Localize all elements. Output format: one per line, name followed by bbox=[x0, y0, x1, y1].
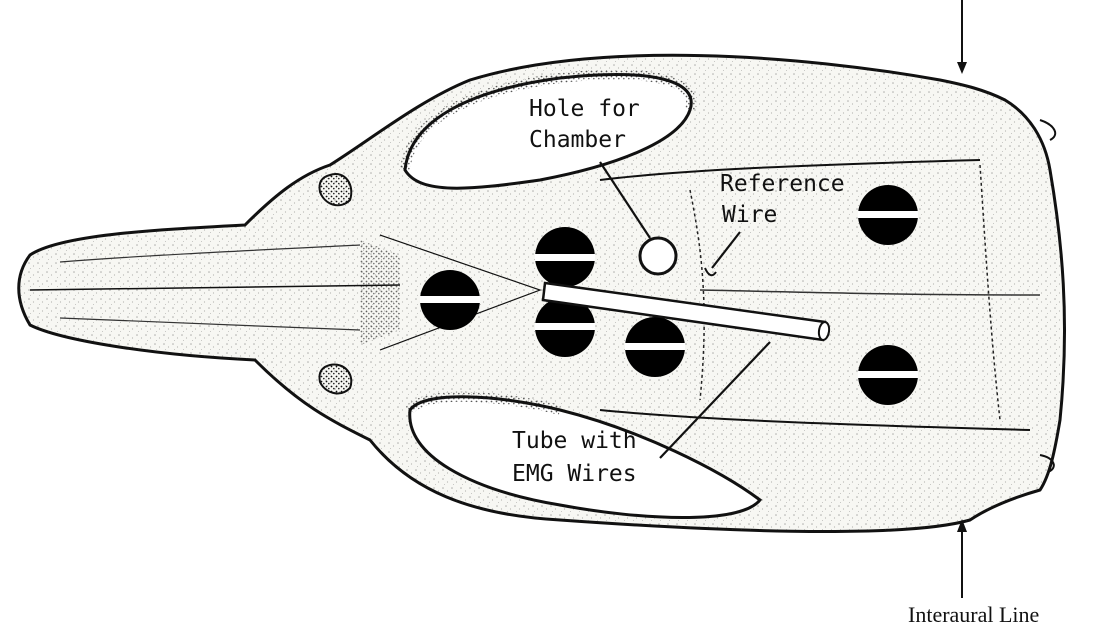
interaural-label: Interaural Line bbox=[908, 602, 1039, 628]
reference-label-line2: Wire bbox=[722, 201, 777, 230]
tube-label-line1: Tube with bbox=[512, 427, 637, 456]
screw-parietal-upper bbox=[858, 185, 918, 245]
chamber-hole bbox=[640, 238, 676, 274]
screw-frontal-upper bbox=[535, 227, 595, 287]
hole-label-line2: Chamber bbox=[529, 126, 626, 155]
top-reference-arrow bbox=[957, 0, 967, 74]
screw-mid bbox=[625, 317, 685, 377]
tube-label-line2: EMG Wires bbox=[512, 460, 637, 489]
hole-label-line1: Hole for bbox=[529, 95, 640, 124]
screw-parietal-lower bbox=[858, 345, 918, 405]
reference-label-line1: Reference bbox=[720, 170, 845, 199]
interaural-line-arrow bbox=[957, 519, 967, 598]
screw-rostral bbox=[420, 270, 480, 330]
